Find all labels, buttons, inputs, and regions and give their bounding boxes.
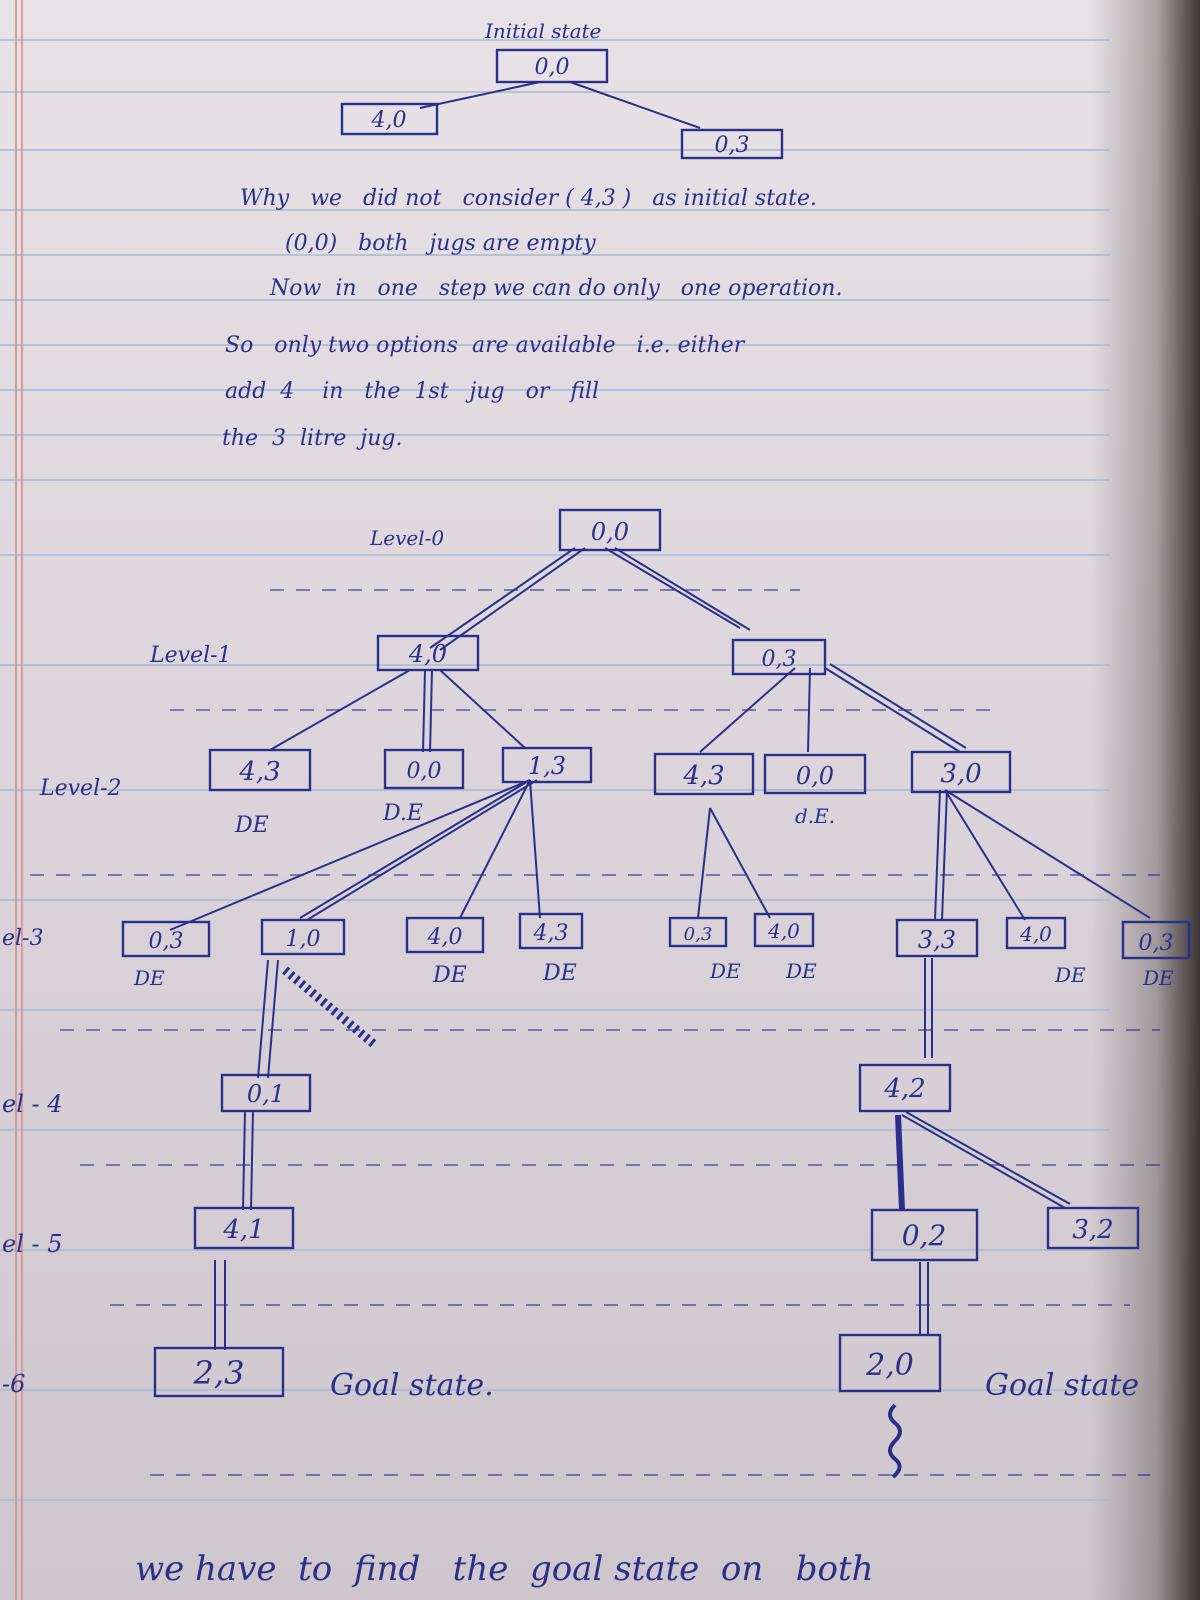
node-box	[518, 912, 584, 950]
node-box	[1046, 1206, 1140, 1250]
node-label: 0,3	[149, 929, 184, 954]
dead-end-mark: d.E.	[795, 804, 835, 828]
node-box	[1005, 916, 1067, 950]
dead-end-mark: D.E	[382, 801, 423, 826]
node-box	[495, 48, 609, 84]
node-label: 0,1	[247, 1080, 285, 1108]
node-box	[153, 1346, 285, 1398]
node-label: 2,3	[193, 1354, 245, 1392]
dead-end-mark: DE	[709, 959, 741, 983]
level-label: Level-2	[39, 776, 122, 801]
node-box	[668, 916, 728, 948]
node-label: 0,3	[715, 133, 750, 158]
node-label: 3,3	[918, 926, 956, 954]
node-label: 0,0	[591, 518, 629, 546]
node-box	[260, 918, 346, 956]
node-label: 0,0	[796, 762, 834, 790]
page-shadow	[1090, 0, 1200, 1600]
node-label: 0,3	[1139, 931, 1174, 956]
footer-note: we have to find the goal state on both	[135, 1549, 874, 1589]
node-label: 4,0	[1019, 922, 1052, 946]
node-box	[405, 916, 485, 954]
node-box	[653, 752, 755, 796]
level-label: Level-1	[149, 643, 232, 668]
node-label: 4,0	[427, 925, 463, 950]
note-line: the 3 litre jug.	[222, 426, 403, 451]
scribble-mark	[282, 966, 378, 1049]
node-box	[193, 1206, 295, 1250]
node-box	[383, 748, 465, 790]
goal-state-label: Goal state	[985, 1368, 1139, 1403]
node-box	[731, 638, 827, 676]
dead-end-mark: DE	[432, 963, 467, 988]
node-label: 2,0	[865, 1348, 914, 1383]
note-line: add 4 in the 1st jug or fill	[225, 379, 599, 404]
node-label: 0,3	[762, 647, 797, 672]
dead-end-mark: DE	[133, 966, 165, 990]
node-label: 4,3	[533, 921, 569, 946]
note-line: So only two options are available i.e. e…	[225, 333, 746, 358]
note-line: Why we did not consider ( 4,3 ) as initi…	[240, 186, 817, 211]
node-label: 4,3	[682, 761, 724, 791]
level-label: el - 5	[2, 1230, 63, 1258]
dead-end-mark: DE	[542, 961, 577, 986]
node-box	[895, 918, 979, 958]
node-box	[763, 753, 867, 795]
node-label: 4,0	[767, 919, 800, 943]
explanation-notes: Why we did not consider ( 4,3 ) as initi…	[222, 186, 842, 451]
node-label: 4,0	[371, 108, 407, 133]
node-label: 0,3	[684, 924, 713, 945]
node-box	[340, 102, 439, 136]
node-box	[680, 128, 784, 160]
node-label: 0,0	[535, 55, 570, 80]
dead-end-mark: DE	[785, 959, 817, 983]
node-label: 4,2	[883, 1074, 925, 1104]
node-box	[753, 912, 815, 948]
dead-end-mark: DE	[234, 813, 269, 838]
node-label: 3,0	[940, 759, 981, 789]
initial-state-tree: Initial state 0,0 4,0 0,3	[340, 19, 784, 160]
node-box	[858, 1063, 952, 1113]
node-label: 1,0	[286, 927, 321, 952]
node-label: 0,0	[407, 759, 442, 784]
level-separators	[30, 589, 1160, 1476]
note-line: Now in one step we can do only one opera…	[269, 276, 842, 301]
node-box	[376, 634, 480, 672]
node-box	[1121, 920, 1191, 960]
node-label: 0,2	[902, 1219, 947, 1252]
node-box	[838, 1333, 942, 1393]
level-label: -6	[2, 1370, 25, 1398]
node-box	[121, 920, 211, 958]
node-label: 1,3	[528, 752, 566, 780]
ruled-lines	[0, 0, 1110, 1600]
scribble-mark	[888, 1403, 902, 1479]
node-box	[910, 750, 1012, 794]
level-labels: Level-0 Level-1 Level-2 el-3 el - 4 el -…	[2, 526, 444, 1398]
level-label: el-3	[2, 926, 44, 951]
node-box	[220, 1073, 312, 1113]
node-label: 4,0	[408, 640, 447, 668]
node-box	[558, 508, 662, 552]
node-label: 4,3	[238, 757, 280, 787]
edge-thick	[895, 1114, 905, 1211]
initial-state-title: Initial state	[484, 19, 601, 43]
goal-state-label: Goal state.	[330, 1368, 494, 1403]
dead-end-mark: DE	[1054, 963, 1086, 987]
tree-edges	[169, 547, 1151, 1479]
node-box	[501, 746, 593, 784]
note-line: (0,0) both jugs are empty	[285, 231, 596, 256]
level-label: Level-0	[369, 526, 444, 550]
node-label: 3,2	[1072, 1215, 1113, 1245]
node-box	[208, 748, 312, 792]
node-box	[870, 1208, 979, 1262]
dead-end-mark: DE	[1142, 966, 1174, 990]
level-label: el - 4	[2, 1090, 63, 1118]
node-label: 4,1	[222, 1215, 264, 1245]
tree-nodes: 0,0 4,0 0,3 4,3 0,0 1,3 4,3 0,0 3,0 DE D…	[121, 508, 1191, 1403]
